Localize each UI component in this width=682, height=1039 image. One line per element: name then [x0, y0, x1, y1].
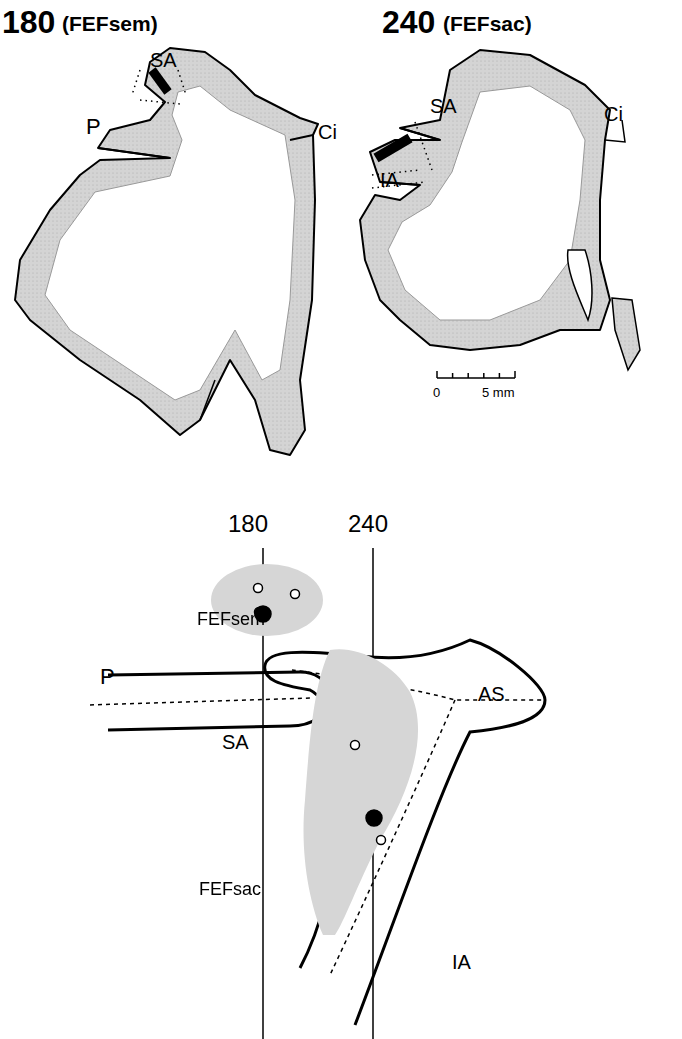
region-label: (FEFsem)	[62, 13, 158, 34]
region-label: IA	[452, 952, 471, 972]
region-label: Ci	[318, 122, 337, 142]
region-label: SA	[430, 96, 457, 116]
region-label: 0	[433, 386, 440, 399]
region-name: FEFsem	[197, 610, 265, 628]
region-label: 5 mm	[482, 386, 515, 399]
scale-bar	[437, 371, 515, 378]
region-label: SA	[150, 50, 177, 70]
region-label: 240	[348, 512, 388, 536]
section-180	[15, 48, 318, 455]
field-region: FEFsac	[195, 640, 445, 940]
region-label: 180	[228, 512, 268, 536]
surface-map	[90, 548, 545, 1039]
region-name: FEFsac	[199, 880, 261, 898]
region-label: (FEFsac)	[443, 13, 532, 34]
region-label: P	[86, 116, 101, 138]
region-label: SA	[222, 732, 249, 752]
region-label: Ci	[604, 104, 623, 124]
region-label: 180	[2, 6, 55, 38]
field-region: FEFsem	[195, 562, 325, 638]
section-240	[360, 50, 640, 370]
region-label: P	[100, 666, 115, 688]
region-label: AS	[478, 684, 505, 704]
region-label: IA	[380, 170, 399, 190]
region-label: 240	[382, 6, 435, 38]
